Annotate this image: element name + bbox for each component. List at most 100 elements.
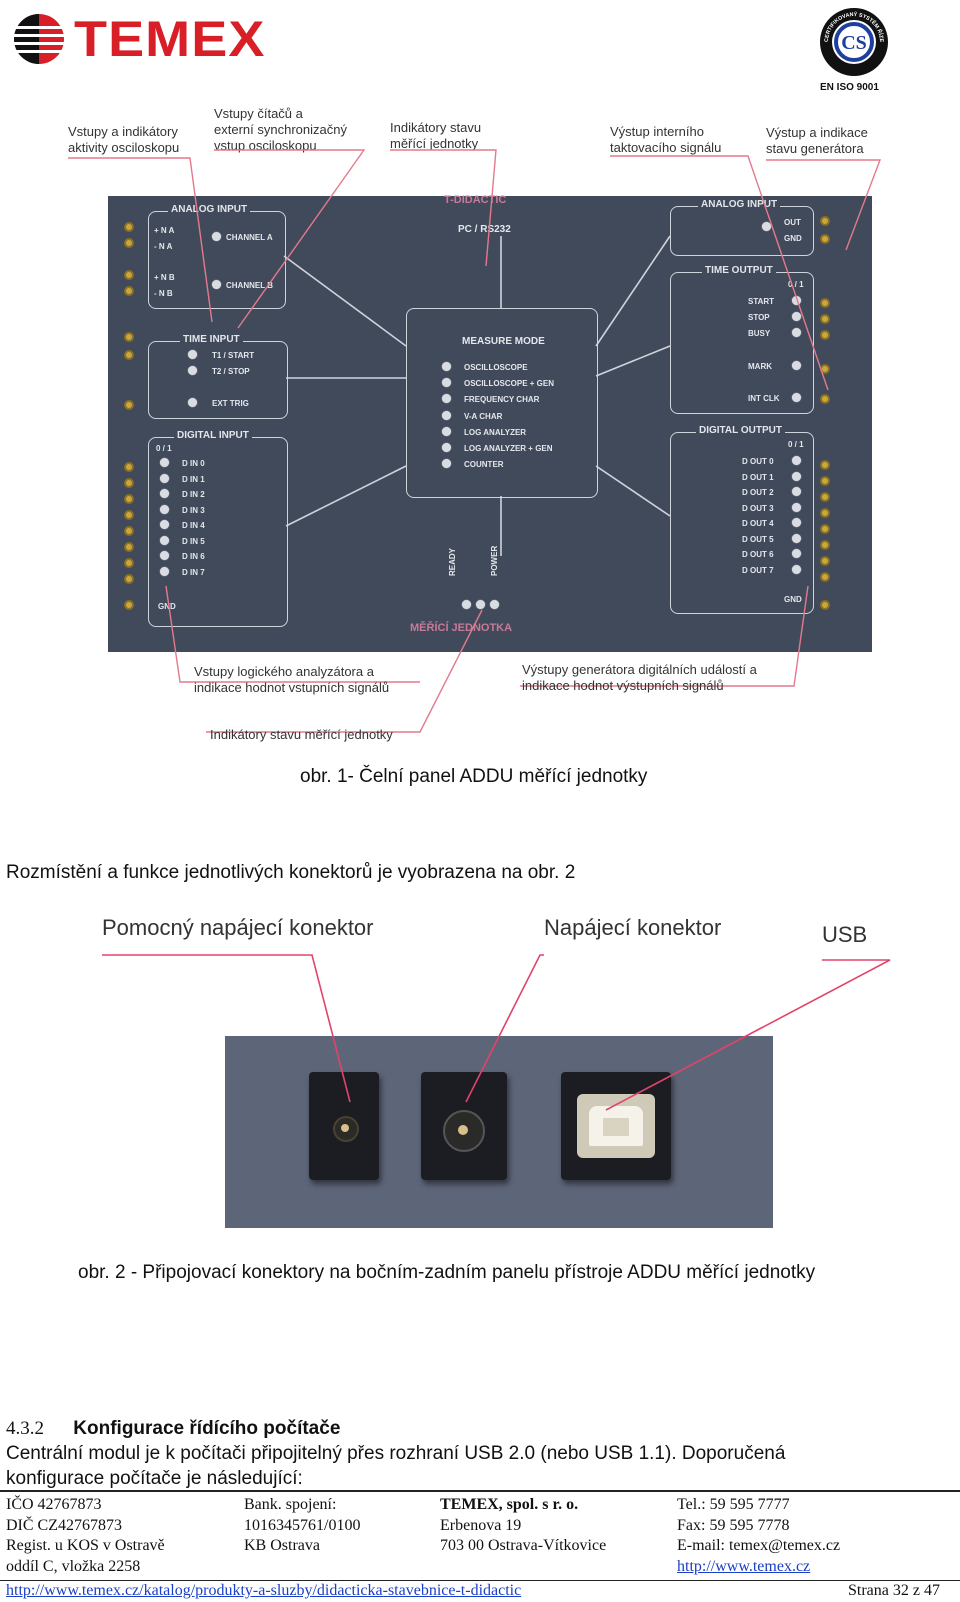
dout-4-label: D OUT 4 (742, 519, 774, 528)
input-jack (124, 462, 134, 472)
output-jack (820, 572, 830, 582)
input-jack (124, 400, 134, 410)
din-7-label: D IN 7 (182, 567, 205, 577)
input-jack (124, 478, 134, 488)
label-aux-power: Pomocný napájecí konektor (102, 915, 374, 940)
din-3-label: D IN 3 (182, 505, 205, 515)
output-jack (820, 298, 830, 308)
mode-6-led (442, 459, 451, 469)
mode-4-led (442, 426, 451, 436)
footer-rule-2 (0, 1580, 960, 1581)
din-5-label: D IN 5 (182, 536, 205, 546)
mode-0-led (442, 362, 451, 371)
input-jack (124, 286, 134, 296)
time-output-3-label: MARK (748, 362, 772, 371)
dout-1-label: D OUT 1 (742, 472, 774, 482)
mode-1-label: OSCILLOSCOPE + GEN (464, 379, 555, 389)
output-jack (820, 600, 830, 610)
page-number: Strana 32 z 47 (848, 1582, 940, 1599)
time-output-3-led (792, 361, 801, 370)
footer-website-link[interactable]: http://www.temex.cz (677, 1557, 811, 1575)
dout-2-label: D OUT 2 (742, 488, 774, 497)
input-jack (124, 494, 134, 504)
time-output-4-led (792, 393, 801, 402)
footer-rule (0, 1490, 960, 1492)
svg-text:CS: CS (841, 32, 867, 54)
dout-4-led (792, 518, 801, 527)
section-body-line1: Centrální modul je k počítači připojitel… (6, 1443, 786, 1464)
output-jack (820, 476, 830, 486)
usb-connector (561, 1072, 671, 1180)
output-jack (820, 540, 830, 550)
label-usb: USB (822, 922, 868, 947)
dout-2-led (792, 487, 801, 496)
din-6-label: D IN 6 (182, 552, 205, 561)
aux-power-connector (309, 1072, 379, 1180)
time-output-1-led (792, 312, 801, 321)
mode-3-label: V-A CHAR (464, 411, 503, 421)
front-panel-photo: T-DIDACTIC PC / RS232 ANALOG INPUT + N A… (108, 194, 872, 652)
mode-1-led (442, 378, 451, 388)
dout-7-led (792, 564, 801, 574)
din-4-label: D IN 4 (182, 521, 205, 530)
dout-5-led (792, 533, 801, 543)
time-output-2-label: BUSY (748, 329, 771, 338)
panel-interface: PC / RS232 (458, 224, 511, 235)
figure2-callout-lines (102, 954, 891, 1111)
din-3-led (160, 504, 169, 514)
input-jack (124, 510, 134, 520)
time-input-title: TIME INPUT (180, 334, 243, 345)
din-7-led (160, 566, 169, 576)
input-jack (124, 350, 134, 360)
input-jack (124, 270, 134, 280)
mode-6-label: COUNTER (464, 460, 504, 470)
output-jack (820, 234, 830, 244)
label-power: Napájecí konektor (544, 915, 722, 940)
footer-catalog-link[interactable]: http://www.temex.cz/katalog/produkty-a-s… (6, 1582, 522, 1599)
din-1-led (160, 473, 169, 483)
mode-4-label: LOG ANALYZER (464, 427, 527, 437)
input-jack (124, 574, 134, 584)
dout-7-label: D OUT 7 (742, 565, 774, 575)
footer-col-company-ids: IČO 42767873 DIČ CZ42767873 Regist. u KO… (6, 1496, 165, 1575)
dout-1-led (792, 471, 801, 481)
footer-col-address: TEMEX, spol. s r. o. Erbenova 19 703 00 … (440, 1496, 607, 1554)
iso-certification-seal: CS CERTIFIKOVANÝ SYSTÉM ŘÍZENÍ JAKOSTI (818, 6, 888, 76)
power-connector (421, 1072, 507, 1180)
panel-connection-lines (283, 235, 671, 556)
footer-col-bank: Bank. spojení: 1016345761/0100 KB Ostrav… (244, 1496, 361, 1554)
din-1-label: D IN 1 (182, 474, 205, 484)
din-2-label: D IN 2 (182, 490, 205, 499)
dout-0-led (792, 456, 801, 465)
figure1-caption: obr. 1- Čelní panel ADDU měřící jednotky (300, 766, 648, 787)
intro-paragraph: Rozmístění a funkce jednotlivých konekto… (6, 862, 576, 883)
output-jack (820, 394, 830, 404)
unit-name: MĚŘÍCÍ JEDNOTKA (410, 622, 513, 634)
temex-globe-icon (14, 14, 64, 64)
iso-label: EN ISO 9001 (820, 82, 879, 93)
measure-mode-box (406, 308, 598, 498)
input-jack (124, 542, 134, 552)
input-jack (124, 558, 134, 568)
section-body-line2: konfigurace počítače je následující: (6, 1468, 303, 1489)
input-jack (124, 526, 134, 536)
din-0-led (160, 458, 169, 467)
din-5-led (160, 535, 169, 545)
mode-2-led (442, 394, 451, 404)
logo-text: TEMEX (74, 11, 266, 67)
dout-5-label: D OUT 5 (742, 534, 774, 544)
mode-2-label: FREQUENCY CHAR (464, 395, 540, 405)
din-6-led (160, 551, 169, 560)
mode-3-led (442, 410, 451, 420)
dout-6-label: D OUT 6 (742, 550, 774, 559)
output-jack (820, 492, 830, 502)
section-number: 4.3.2 (6, 1418, 44, 1439)
callout-digital-outputs: Výstupy generátora digitálních událostí … (522, 662, 757, 693)
mode-0-label: OSCILLOSCOPE (464, 363, 528, 372)
time-output-4-label: INT CLK (748, 394, 780, 403)
